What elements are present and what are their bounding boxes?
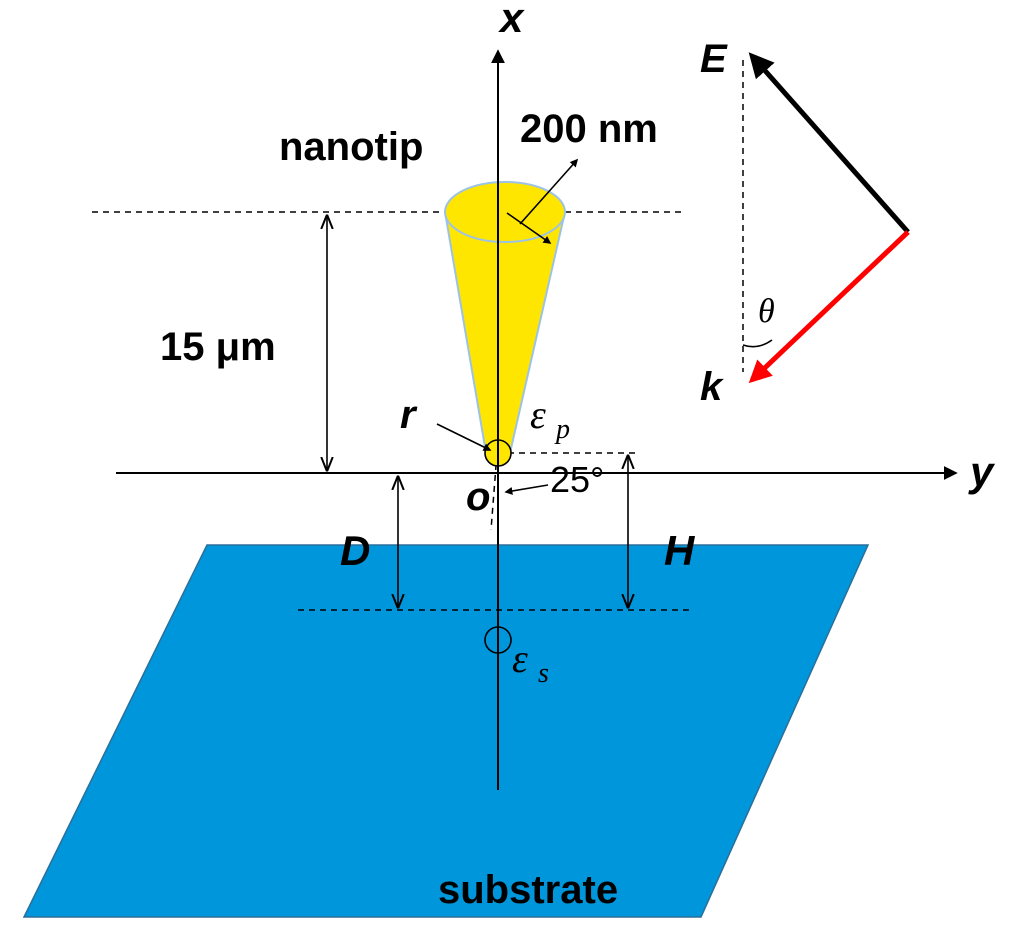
diameter-leader-arrow xyxy=(519,158,579,225)
nanotip-label: nanotip xyxy=(279,125,423,169)
e-label: E xyxy=(700,37,728,81)
angle-label: 25° xyxy=(550,459,604,500)
y-axis-label: y xyxy=(968,448,996,495)
origin-label: o xyxy=(466,475,490,519)
substrate-dipole-circle xyxy=(484,626,512,654)
eps-s-subscript: s xyxy=(538,658,549,689)
theta-label: θ xyxy=(758,293,775,330)
substrate-label: substrate xyxy=(438,868,618,912)
x-axis-label: x xyxy=(498,0,525,41)
h-label: H xyxy=(664,527,696,574)
tip-radius-label: r xyxy=(400,393,418,437)
k-label: k xyxy=(700,365,724,409)
eps-s-symbol: ε xyxy=(512,636,528,681)
tip-length-label: 15 μm xyxy=(160,325,276,369)
d-label: D xyxy=(340,527,370,574)
angle-leader-arrow xyxy=(504,484,549,495)
nanotip-top-ellipse xyxy=(444,181,566,243)
eps-p-subscript: p xyxy=(554,414,570,445)
k-vector xyxy=(748,230,910,384)
tip-diameter-label: 200 nm xyxy=(520,107,658,151)
diameter-arrow xyxy=(506,212,552,244)
eps-p-symbol: ε xyxy=(530,392,546,437)
radius-leader-arrow xyxy=(436,423,492,451)
theta-angle-arc xyxy=(742,339,773,348)
e-vector xyxy=(748,52,910,234)
nanotip-cone xyxy=(443,211,567,454)
substrate-plane xyxy=(22,544,870,918)
